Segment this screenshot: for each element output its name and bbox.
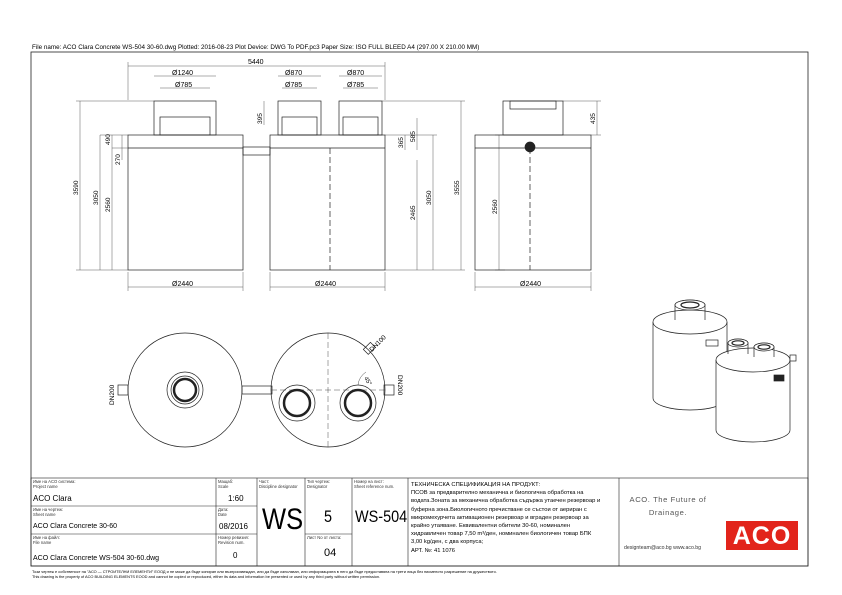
product-specification: ТЕХНИЧЕСКА СПЕЦИФИКАЦИЯ НА ПРОДУКТ: ПСОВ… [411,481,621,555]
dim-base-a: Ø2440 [172,281,193,288]
dim-395: 395 [257,113,264,124]
project-label-en: Project name [33,484,58,489]
sheet-number-value: WS-504 [355,507,408,526]
connecting-pipe [242,146,271,156]
sheet-number-label-en: Sheet reference num. [354,484,395,489]
revision-label-en: Revision num. [218,540,245,545]
dim-490: 490 [105,134,112,145]
spec-line: ПСОВ за предварително механична и биолог… [411,490,584,497]
dim-870-a: Ø870 [285,70,302,77]
spec-line: крайно утаяване. Еквивалентни обители 30… [411,523,571,530]
tank-2-body [269,134,386,271]
spec-line: хидравличен товар 7,50 m³/ден, номинален… [411,531,592,538]
spec-line: 3,00 kg/ден, с два корпуса; [411,539,484,546]
dim-785-a: Ø785 [175,82,192,89]
isometric-view [652,299,797,443]
scale-value: 1:60 [228,494,244,503]
front-dim-labels: 5440 Ø1240 Ø785 Ø870 Ø785 Ø870 Ø785 Ø244… [172,59,541,288]
dim-3590: 3590 [73,180,80,195]
dim-585: 585 [410,131,417,142]
dim-870-b: Ø870 [347,70,364,77]
project-value: ACO Clara [33,494,72,503]
spec-title: ТЕХНИЧЕСКА СПЕЦИФИКАЦИЯ НА ПРОДУКТ: [411,482,541,488]
date-label: Дата: [218,507,229,512]
dim-dn200-left: DN200 [109,384,116,405]
plan-dn100-pipe [362,341,376,355]
spec-line: микромехурчета активационен резервоар и … [411,514,589,521]
dim-435: 435 [590,113,597,124]
part-label-en: Discipline designator [259,484,298,489]
side-manhole [502,100,564,136]
side-elevation [474,100,592,271]
sheet-name-label: Име на чертеж: [33,507,64,512]
dim-dn200-right: DN200 [396,375,403,396]
front-dimensions [76,62,465,291]
tank-2-manhole-b [338,100,383,136]
scale-label-en: Scale [218,484,229,489]
type-value: 5 [324,507,333,526]
dim-785-b: Ø785 [285,82,302,89]
sheets-label: Лист No от листа: [307,535,342,540]
revision-value: 0 [233,551,238,560]
copyright-bg: Този чертеж е собственост на "АСО — СТРО… [32,569,497,574]
dim-1240: Ø1240 [172,70,193,77]
file-name-label: Име на файл: [33,535,60,540]
spec-line: АРТ. №: 41 1076 [411,547,455,554]
revision-label: Номер ревизия: [218,535,249,540]
dim-785-c: Ø785 [347,82,364,89]
date-value: 08/2016 [219,522,248,531]
file-info-header: File name: ACO Clara Concrete WS-504 30-… [32,44,480,51]
tank-1-body [127,134,244,271]
dim-2465: 2465 [410,205,417,220]
tank-1-manhole [153,100,217,136]
dim-3555: 3555 [454,180,461,195]
plan-view [117,332,395,448]
sheets-value: 04 [324,547,337,559]
tagline-line-1: ACO. The Future of [629,495,707,504]
dim-angle-45: 45° [362,376,372,387]
sheet-name-value: ACO Clara Concrete 30-60 [33,523,118,530]
tagline-line-2: Drainage. [648,508,688,517]
file-name-value: ACO Clara Concrete WS-504 30-60.dwg [33,555,160,562]
aco-logo-text: ACO [732,522,792,550]
part-value: WS [262,503,304,536]
dim-3050-a: 3050 [93,190,100,205]
dim-2560-a: 2560 [105,197,112,212]
front-elevation [127,100,386,271]
dim-5440: 5440 [248,59,264,66]
dim-base-b: Ø2440 [315,281,336,288]
plan-manhole-1-outer [166,371,204,409]
tank-2-manhole-a [277,100,322,136]
front-dim-labels-rotated: 3590 3050 2560 490 270 395 365 585 2465 … [73,113,461,220]
plan-outlet-pipe [383,384,395,396]
plan-manhole-2a [278,384,316,422]
project-label: Име на ACO система: [33,479,76,484]
file-name-label-en: File name [33,540,52,545]
spec-line: водата.Зоната за механична обработка съд… [411,498,601,505]
dim-270: 270 [115,154,122,165]
sheet-number-label: Номер на лист: [354,479,384,484]
spec-line: буферна зона.Биологичното пречистване се… [411,506,587,513]
scale-label: Мащаб: [218,479,234,484]
sheet-name-label-en: Sheet name [33,512,56,517]
title-block-grid [30,477,809,567]
contact-links[interactable]: designteam@aco.bg www.aco.bg [624,545,702,551]
type-label-en: Designator [307,484,328,489]
plan-inlet-pipe [117,384,129,396]
plan-tank-1 [127,332,243,448]
aco-logo: ACO [726,521,798,550]
part-label: Част: [259,479,270,484]
dim-365: 365 [398,137,405,148]
plan-connecting-pipe [241,385,273,395]
brand-tagline: ACO. The Future of Drainage. [622,493,714,519]
dim-2560-b: 2560 [492,199,499,214]
date-label-en: Date [218,512,227,517]
dim-3050-b: 3050 [426,190,433,205]
copyright-en: This drawing is the property of ACO BUIL… [32,574,381,579]
type-label: Тип чертеж: [307,479,331,484]
dim-base-c: Ø2440 [520,281,541,288]
